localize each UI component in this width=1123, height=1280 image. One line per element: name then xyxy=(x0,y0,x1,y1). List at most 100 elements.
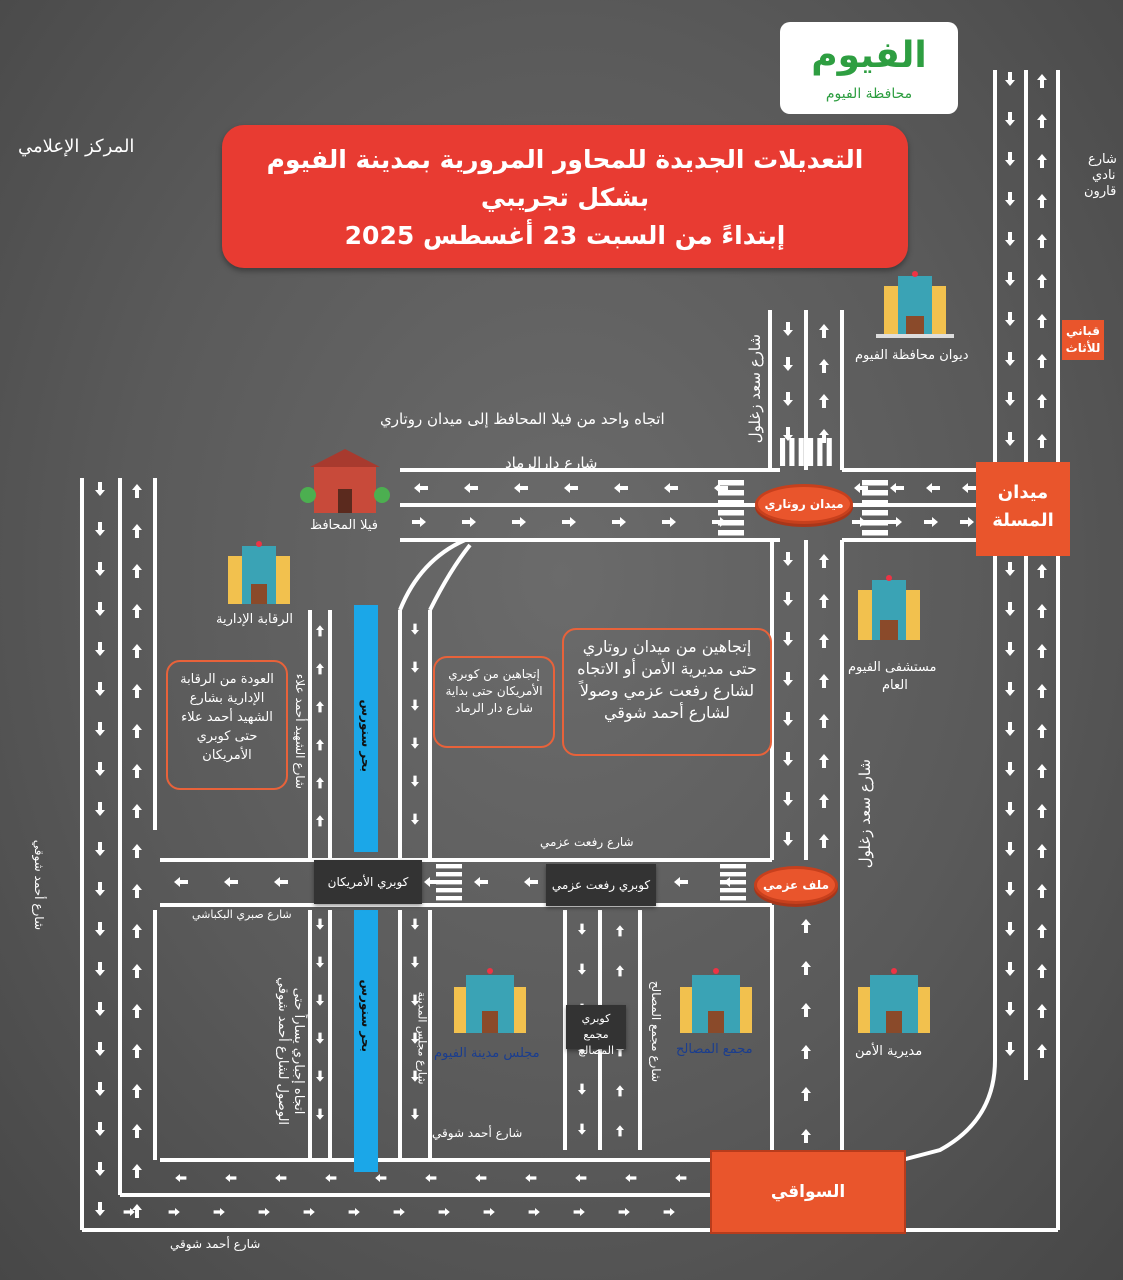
masaleh-bridge: كوبري مجمع المصالح xyxy=(566,1005,626,1057)
hospital-building-icon xyxy=(858,575,920,640)
direction-arrow-u xyxy=(1037,1044,1047,1058)
direction-arrow-u xyxy=(1037,154,1047,168)
direction-arrow-u xyxy=(132,524,142,538)
direction-arrow-u xyxy=(616,1085,625,1097)
direction-arrow-r xyxy=(512,517,526,527)
logo-wordmark: الفيوم xyxy=(811,35,927,76)
direction-arrow-d xyxy=(411,1108,419,1120)
direction-arrow-u xyxy=(316,701,324,713)
street-refaat-azmy: شارع رفعت عزمي xyxy=(540,835,634,849)
direction-arrow-u xyxy=(132,804,142,818)
crosswalk-stripe xyxy=(862,510,888,516)
direction-arrow-r xyxy=(662,517,676,527)
street-masaleh-complex: شارع مجمع المصالح xyxy=(649,980,663,1082)
direction-arrow-l xyxy=(475,1174,487,1182)
direction-arrow-d xyxy=(783,832,793,846)
direction-arrow-l xyxy=(274,877,288,887)
direction-arrow-u xyxy=(801,961,811,975)
direction-arrow-r xyxy=(924,517,938,527)
direction-arrow-d xyxy=(95,642,105,656)
direction-arrow-d xyxy=(95,1002,105,1016)
city-council-building-icon xyxy=(454,968,526,1033)
direction-arrow-u xyxy=(616,925,625,937)
direction-arrow-d xyxy=(783,672,793,686)
direction-arrow-r xyxy=(960,517,974,527)
direction-arrow-r xyxy=(462,517,476,527)
direction-arrow-d xyxy=(95,802,105,816)
road-edge xyxy=(901,1059,997,1162)
direction-arrow-r xyxy=(573,1208,585,1216)
direction-arrow-d xyxy=(411,918,419,930)
street-saad-zaghloul-top: شارع سعد زغلول xyxy=(746,334,764,444)
direction-arrow-r xyxy=(438,1208,450,1216)
direction-arrow-d xyxy=(1005,802,1015,816)
direction-arrow-d xyxy=(95,482,105,496)
american-bridge: كوبري الأمريكان xyxy=(314,860,422,904)
direction-arrow-r xyxy=(618,1208,630,1216)
note-rotary-text: إتجاهين من ميدان روتاري حتى مديرية الأمن… xyxy=(577,637,757,722)
direction-arrow-l xyxy=(625,1174,637,1182)
masaleh-building-icon xyxy=(680,968,752,1033)
furniture-line-2: للأثاث xyxy=(1065,341,1101,355)
direction-arrow-u xyxy=(132,484,142,498)
direction-arrow-r xyxy=(663,1208,675,1216)
direction-arrow-u xyxy=(801,1003,811,1017)
direction-arrow-d xyxy=(411,1070,419,1082)
direction-arrow-r xyxy=(888,517,902,527)
hospital-label-1: مستشفى الفيوم xyxy=(848,660,937,675)
crosswalk-stripe xyxy=(720,872,746,877)
refaat-azmy-bridge: كوبري رفعت عزمي xyxy=(546,864,656,906)
title-line-2: بشكل تجريبي xyxy=(480,183,650,212)
direction-arrow-d xyxy=(1005,192,1015,206)
azmy-roundabout: ملف عزمي xyxy=(754,866,838,904)
direction-arrow-u xyxy=(1037,314,1047,328)
direction-arrow-l xyxy=(564,483,578,493)
direction-arrow-r xyxy=(303,1208,315,1216)
direction-arrow-u xyxy=(1037,394,1047,408)
direction-arrow-d xyxy=(411,775,419,787)
street-city-council: شارع مجلس المدينة xyxy=(415,991,429,1085)
direction-arrow-l xyxy=(175,1174,187,1182)
street-nadi-qaroun-3: قارون xyxy=(1084,184,1117,199)
direction-arrow-d xyxy=(95,1202,105,1216)
security-building-icon xyxy=(858,968,930,1033)
direction-arrow-u xyxy=(1037,684,1047,698)
direction-arrow-r xyxy=(393,1208,405,1216)
direction-arrow-d xyxy=(783,392,793,406)
direction-arrow-d xyxy=(1005,312,1015,326)
direction-arrow-d xyxy=(95,602,105,616)
direction-arrow-d xyxy=(95,842,105,856)
crosswalk-stripe xyxy=(862,480,888,486)
direction-arrow-l xyxy=(614,483,628,493)
direction-arrow-u xyxy=(1037,884,1047,898)
crosswalk-stripe xyxy=(436,864,462,869)
villa-label: فيلا المحافظ xyxy=(310,518,379,533)
direction-arrow-u xyxy=(819,594,829,608)
direction-arrow-d xyxy=(783,792,793,806)
street-ahmed-shawky-bottom: شارع أحمد شوقي xyxy=(170,1237,261,1251)
direction-arrow-d xyxy=(783,357,793,371)
direction-arrow-u xyxy=(132,1204,142,1218)
direction-arrow-u xyxy=(132,844,142,858)
direction-arrow-u xyxy=(316,663,324,675)
crosswalk-stripe xyxy=(862,530,888,536)
street-ahmed-shawky-mid: شارع أحمد شوقي xyxy=(432,1126,523,1140)
crosswalk-stripe xyxy=(862,490,888,496)
direction-arrow-u xyxy=(1037,564,1047,578)
direction-arrow-u xyxy=(1037,804,1047,818)
direction-arrow-u xyxy=(819,359,829,373)
direction-arrow-u xyxy=(132,724,142,738)
direction-arrow-l xyxy=(890,483,904,493)
direction-arrow-u xyxy=(132,884,142,898)
crosswalk-stripe xyxy=(798,438,804,466)
direction-arrow-d xyxy=(1005,72,1015,86)
street-nadi-qaroun-2: نادي xyxy=(1092,168,1116,183)
direction-arrow-u xyxy=(801,1045,811,1059)
direction-arrow-u xyxy=(801,1129,811,1143)
direction-arrow-u xyxy=(1037,604,1047,618)
crosswalk-stripe xyxy=(718,510,744,516)
direction-arrow-l xyxy=(275,1174,287,1182)
direction-arrow-l xyxy=(525,1174,537,1182)
direction-arrow-u xyxy=(316,739,324,751)
masaleh-label: مجمع المصالح xyxy=(676,1042,753,1057)
